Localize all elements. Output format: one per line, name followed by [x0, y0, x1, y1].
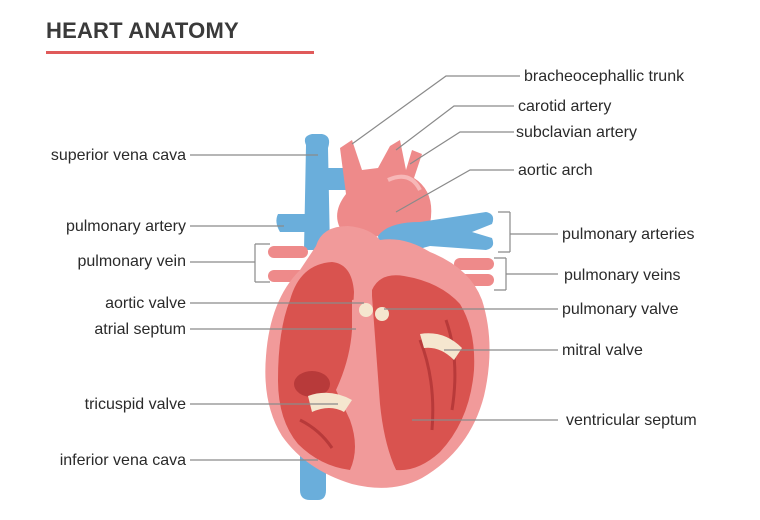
tricuspid-valve-shape [308, 392, 352, 412]
title-underline [46, 51, 314, 54]
label-aortic-arch: aortic arch [518, 162, 593, 179]
leader-pulmonary-veins [494, 257, 558, 291]
label-ventricular-septum: ventricular septum [566, 412, 697, 429]
label-aortic-valve: aortic valve [105, 295, 186, 312]
mitral-valve-shape [420, 333, 462, 360]
pulmonary-vein-right-upper [454, 258, 494, 270]
aortic-arch-vessel [337, 140, 432, 240]
leader-carotid-artery [395, 105, 514, 151]
page-title: HEART ANATOMY [46, 18, 239, 43]
label-mitral-valve: mitral valve [562, 342, 643, 359]
label-pulmonary-artery: pulmonary artery [66, 218, 186, 235]
label-pulmonary-arteries: pulmonary arteries [562, 226, 695, 243]
label-pulmonary-veins: pulmonary veins [564, 267, 681, 284]
pulmonary-valve-shape [375, 307, 389, 321]
leader-pulmonary-arteries [498, 211, 558, 253]
label-atrial-septum: atrial septum [94, 321, 186, 338]
label-superior-vena-cava: superior vena cava [51, 147, 186, 164]
label-inferior-vena-cava: inferior vena cava [60, 452, 186, 469]
pulmonary-artery-left-vessel [276, 214, 312, 232]
label-tricuspid-valve: tricuspid valve [85, 396, 186, 413]
label-subclavian-artery: subclavian artery [516, 124, 637, 141]
right-atrium-shadow [294, 371, 330, 397]
aortic-valve-shape [359, 303, 373, 317]
leader-subclavian-artery [409, 131, 514, 165]
muscle-line-3 [444, 319, 457, 411]
right-chambers [278, 262, 355, 470]
label-pulmonary-valve: pulmonary valve [562, 301, 679, 318]
ventricular-septum-tissue [352, 296, 396, 474]
leader-aortic-arch [395, 169, 514, 213]
label-carotid-artery: carotid artery [518, 98, 611, 115]
label-bracheocephallic-trunk: bracheocephallic trunk [524, 68, 685, 85]
label-pulmonary-vein: pulmonary vein [78, 253, 187, 270]
aorta-highlight [387, 174, 422, 191]
pulmonary-vein-left-upper [268, 246, 308, 258]
leader-pulmonary-vein [190, 243, 270, 283]
leader-bracheocephallic-trunk [351, 75, 520, 145]
muscle-line-1 [299, 418, 334, 449]
